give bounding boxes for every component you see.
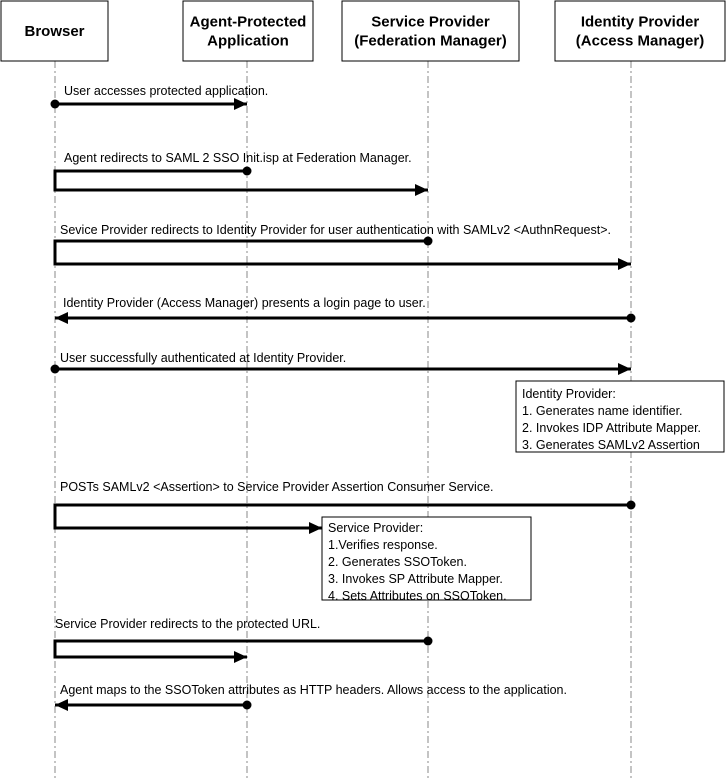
message-label-8: Agent maps to the SSOToken attributes as… xyxy=(60,683,567,697)
message-label-3: Sevice Provider redirects to Identity Pr… xyxy=(60,223,611,237)
message-start-dot-8 xyxy=(242,700,252,710)
participant-label-browser: Browser xyxy=(24,23,84,40)
participant-box-agent xyxy=(182,0,314,62)
message-label-5: User successfully authenticated at Ident… xyxy=(60,351,346,365)
note-line-sp-note: 4. Sets Attributes on SSOToken. xyxy=(328,589,507,603)
message-start-dot-5 xyxy=(50,364,60,374)
message-label-6: POSTs SAMLv2 <Assertion> to Service Prov… xyxy=(60,480,494,494)
note-line-sp-note: 2. Generates SSOToken. xyxy=(328,555,467,569)
participant-box-browser xyxy=(0,0,109,62)
participant-label-agent: Application xyxy=(207,33,289,50)
message-start-dot-3 xyxy=(423,236,433,246)
message-label-1: User accesses protected application. xyxy=(64,84,268,98)
note-line-sp-note: Service Provider: xyxy=(328,521,423,535)
message-arrowhead-3 xyxy=(618,258,631,270)
note-line-idp-note: 1. Generates name identifier. xyxy=(522,404,683,418)
participant-label-idp: Identity Provider xyxy=(581,14,700,31)
message-arrowhead-6 xyxy=(309,522,322,534)
message-label-4: Identity Provider (Access Manager) prese… xyxy=(63,296,426,310)
note-box-sp-note xyxy=(321,516,532,601)
note-line-sp-note: 3. Invokes SP Attribute Mapper. xyxy=(328,572,503,586)
participant-box-sp xyxy=(341,0,520,62)
note-box-idp-note xyxy=(515,380,725,453)
message-label-7: Service Provider redirects to the protec… xyxy=(55,617,320,631)
message-start-dot-4 xyxy=(626,313,636,323)
participant-label-idp: (Access Manager) xyxy=(576,33,704,50)
participant-label-agent: Agent-Protected xyxy=(190,14,307,31)
message-arrowhead-1 xyxy=(234,98,247,110)
message-arrowhead-5 xyxy=(618,363,631,375)
message-arrow-7 xyxy=(53,639,428,659)
message-arrow-6 xyxy=(53,503,631,530)
message-start-dot-2 xyxy=(242,166,252,176)
note-line-idp-note: Identity Provider: xyxy=(522,387,616,401)
message-arrow-3 xyxy=(53,239,631,266)
message-label-2: Agent redirects to SAML 2 SSO Init.isp a… xyxy=(64,151,412,165)
message-arrowhead-7 xyxy=(234,651,247,663)
message-start-dot-7 xyxy=(423,636,433,646)
note-line-idp-note: 3. Generates SAMLv2 Assertion xyxy=(522,438,700,452)
message-arrowhead-8 xyxy=(55,699,68,711)
participant-label-sp: (Federation Manager) xyxy=(354,33,507,50)
message-start-dot-1 xyxy=(50,99,60,109)
note-line-idp-note: 2. Invokes IDP Attribute Mapper. xyxy=(522,421,701,435)
message-arrow-2 xyxy=(53,169,428,192)
message-arrowhead-4 xyxy=(55,312,68,324)
participant-label-sp: Service Provider xyxy=(371,14,490,31)
note-line-sp-note: 1.Verifies response. xyxy=(328,538,438,552)
message-arrowhead-2 xyxy=(415,184,428,196)
message-start-dot-6 xyxy=(626,500,636,510)
participant-box-idp xyxy=(554,0,726,62)
